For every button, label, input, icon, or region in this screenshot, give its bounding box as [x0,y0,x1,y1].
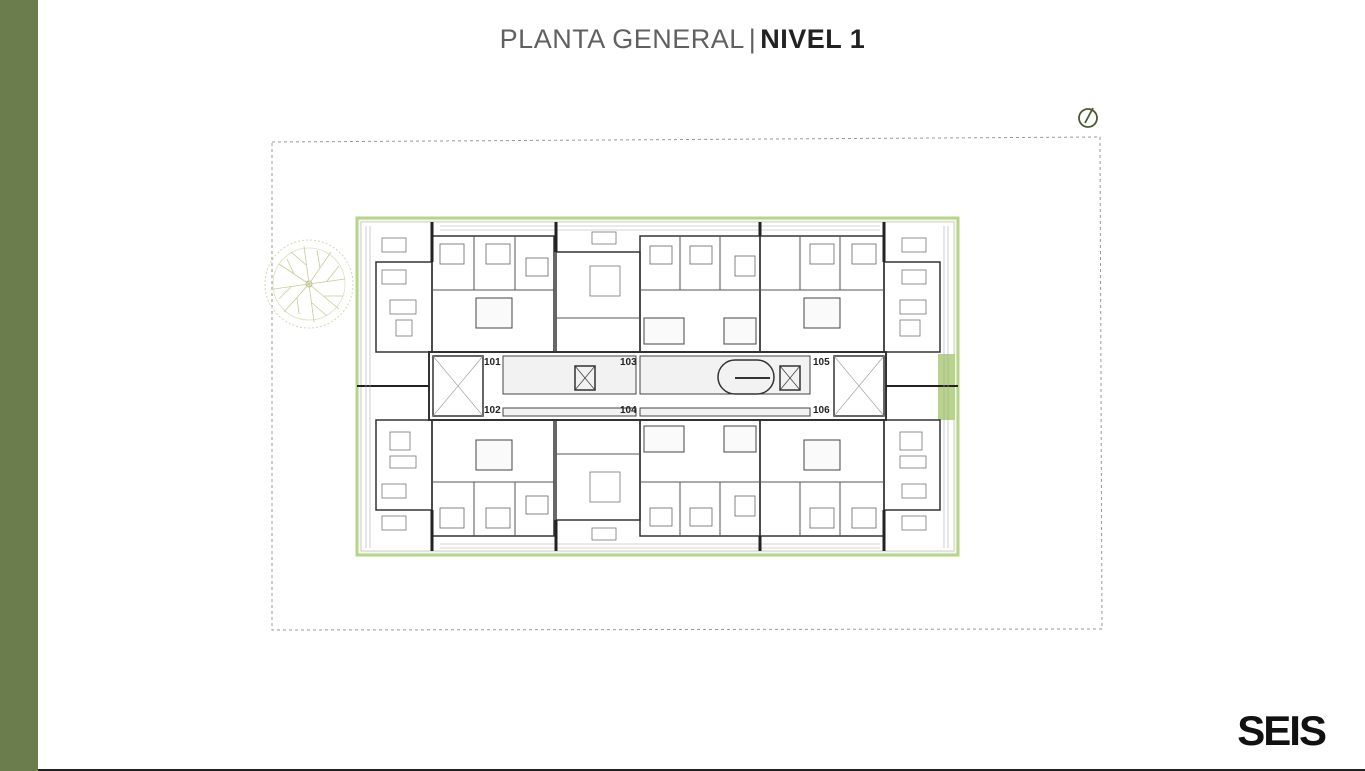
page-title: PLANTA GENERAL|NIVEL 1 [0,24,1365,55]
bottom-rule [38,769,1365,771]
unit-label-106: 106 [813,405,830,416]
lot-boundary [271,136,1103,631]
brand-logo: SEIS [1237,707,1327,754]
north-arrow-icon [1078,107,1098,128]
accent-side-band [0,0,38,771]
title-light: PLANTA GENERAL [499,24,745,54]
elevator-west [574,365,596,391]
tree-icon [264,239,354,329]
title-separator: | [748,24,757,54]
unit-label-102: 102 [484,405,501,416]
elevator-east [779,365,801,391]
building [355,216,960,557]
stair [717,359,775,395]
unit-label-103: 103 [620,357,637,368]
title-bold: NIVEL 1 [760,24,866,54]
unit-label-104: 104 [620,405,637,416]
unit-label-105: 105 [813,357,830,368]
unit-label-101: 101 [484,357,501,368]
